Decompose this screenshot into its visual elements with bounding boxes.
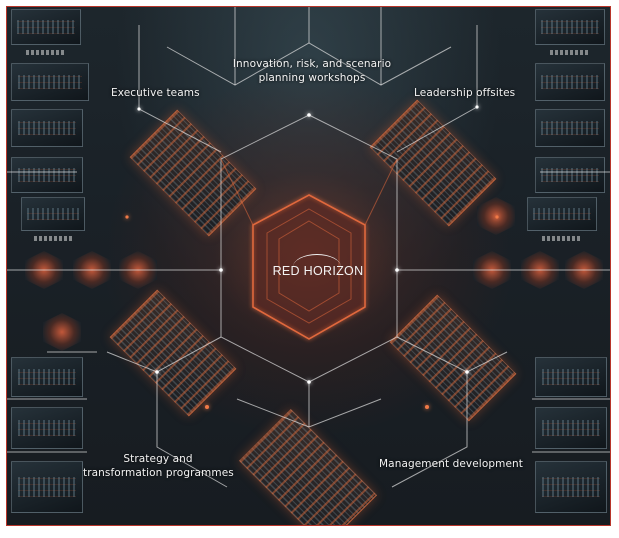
right-panel-7: [535, 407, 607, 449]
right-panel-8: [535, 461, 607, 513]
label-innovation-line1: Innovation, risk, and scenario: [232, 58, 392, 70]
label-leadership-offsites: Leadership offsites: [414, 87, 516, 99]
brand-arc-icon: [293, 254, 341, 267]
right-panel-2: [535, 63, 605, 101]
left-panel-6: [11, 357, 83, 397]
label-strategy-line1: Strategy and: [123, 453, 193, 465]
right-panel-3: [535, 109, 605, 147]
label-strategy-programmes: Strategy and transformation programmes: [83, 452, 234, 480]
left-panel-7: [11, 407, 83, 449]
left-panel-3: [11, 109, 83, 147]
center-brand-label: RED HORIZON: [272, 264, 364, 278]
right-panel-6: [535, 357, 607, 397]
right-panel-5: [527, 197, 597, 241]
label-innovation-workshops: Innovation, risk, and scenario planning …: [227, 57, 397, 85]
connector-network: [7, 7, 610, 488]
left-panel-5: [21, 197, 85, 241]
left-panel-1: [11, 9, 81, 55]
label-executive-teams: Executive teams: [111, 87, 200, 99]
infographic-frame: RED HORIZON Innovation, risk, and scenar…: [6, 6, 611, 526]
node-icon-left-4: [43, 313, 81, 351]
label-management-development: Management development: [379, 458, 523, 470]
right-panel-1: [535, 9, 605, 55]
label-strategy-line2: transformation programmes: [83, 467, 234, 479]
left-panel-8: [11, 461, 83, 513]
label-innovation-line2: planning workshops: [258, 72, 366, 84]
left-panel-2: [11, 63, 89, 101]
